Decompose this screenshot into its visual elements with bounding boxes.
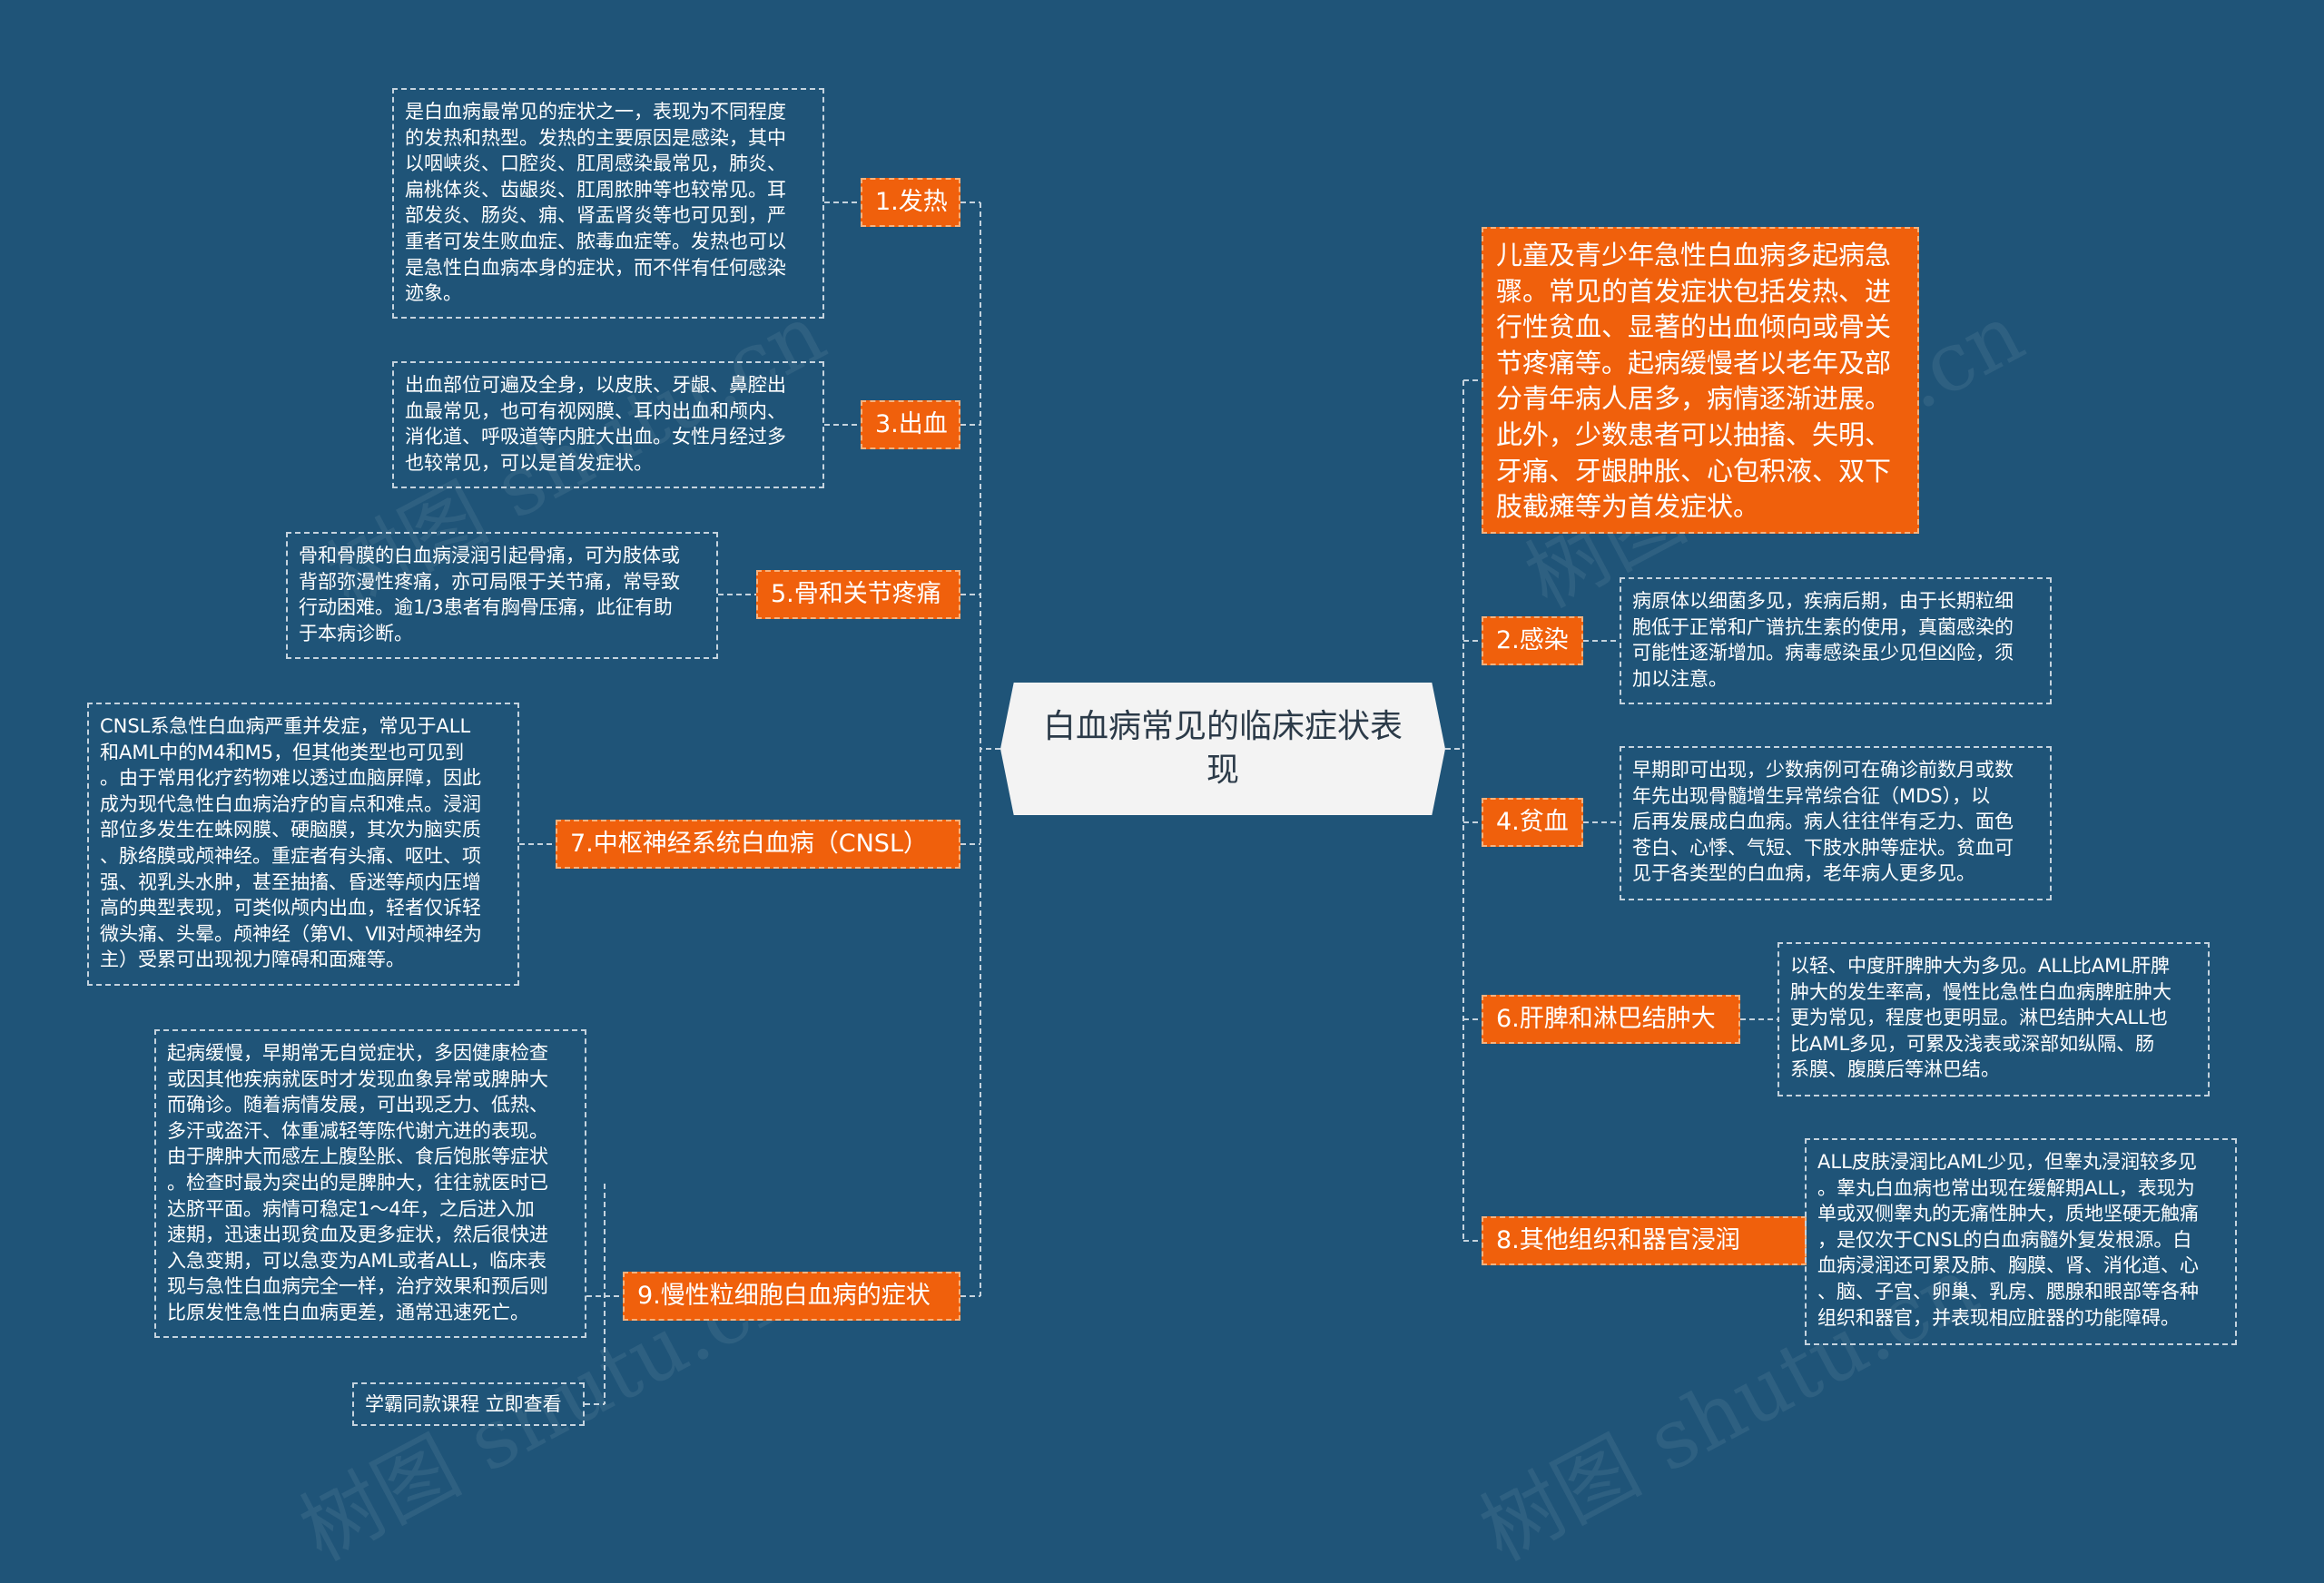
- course-link[interactable]: 学霸同款课程 立即查看: [352, 1382, 585, 1426]
- root-topic[interactable]: 白血病常见的临床症状表 现: [1000, 683, 1445, 815]
- connector-lines: [519, 202, 1807, 1405]
- branch-liver-spleen-lymph[interactable]: 6.肝脾和淋巴结肿大: [1482, 995, 1740, 1044]
- branch-cnsl[interactable]: 7.中枢神经系统白血病（CNSL）: [556, 820, 960, 869]
- desc-infection: 病原体以细菌多见，疾病后期，由于长期粒细 胞低于正常和广谱抗生素的使用，真菌感染…: [1620, 577, 2052, 704]
- desc-cml: 起病缓慢，早期常无自觉症状，多因健康检查 或因其他疾病就医时才发现血象异常或脾肿…: [154, 1029, 586, 1338]
- branch-cml[interactable]: 9.慢性粒细胞白血病的症状: [623, 1272, 960, 1321]
- desc-bleeding: 出血部位可遍及全身，以皮肤、牙龈、鼻腔出 血最常见，也可有视网膜、耳内出血和颅内…: [392, 361, 824, 488]
- desc-cnsl: CNSL系急性白血病严重并发症，常见于ALL 和AML中的M4和M5，但其他类型…: [87, 703, 519, 986]
- desc-anemia: 早期即可出现，少数病例可在确诊前数月或数 年先出现骨髓增生异常综合征（MDS），…: [1620, 746, 2052, 900]
- branch-other-organs[interactable]: 8.其他组织和器官浸润: [1482, 1216, 1807, 1265]
- intro-summary[interactable]: 儿童及青少年急性白血病多起病急 骤。常见的首发症状包括发热、进 行性贫血、显著的…: [1482, 227, 1919, 534]
- desc-liver-spleen-lymph: 以轻、中度肝脾肿大为多见。ALL比AML肝脾 肿大的发生率高，慢性比急性白血病脾…: [1777, 942, 2210, 1096]
- desc-fever: 是白血病最常见的症状之一，表现为不同程度 的发热和热型。发热的主要原因是感染，其…: [392, 88, 824, 319]
- branch-fever[interactable]: 1.发热: [861, 178, 960, 227]
- desc-other-organs: ALL皮肤浸润比AML少见，但睾丸浸润较多见 。睾丸白血病也常出现在缓解期ALL…: [1805, 1138, 2237, 1345]
- branch-infection[interactable]: 2.感染: [1482, 616, 1583, 665]
- branch-bone-joint[interactable]: 5.骨和关节疼痛: [756, 570, 960, 619]
- branch-anemia[interactable]: 4.贫血: [1482, 798, 1583, 847]
- mind-map-canvas: 树图 shutu.cn 树图 shutu.cn 树图 shutu.cn 树图 s…: [87, 88, 2237, 1579]
- branch-bleeding[interactable]: 3.出血: [861, 400, 960, 449]
- root-topic-title: 白血病常见的临床症状表 现: [1042, 708, 1403, 789]
- desc-bone-joint: 骨和骨膜的白血病浸润引起骨痛，可为肢体或 背部弥漫性疼痛，亦可局限于关节痛，常导…: [286, 532, 718, 659]
